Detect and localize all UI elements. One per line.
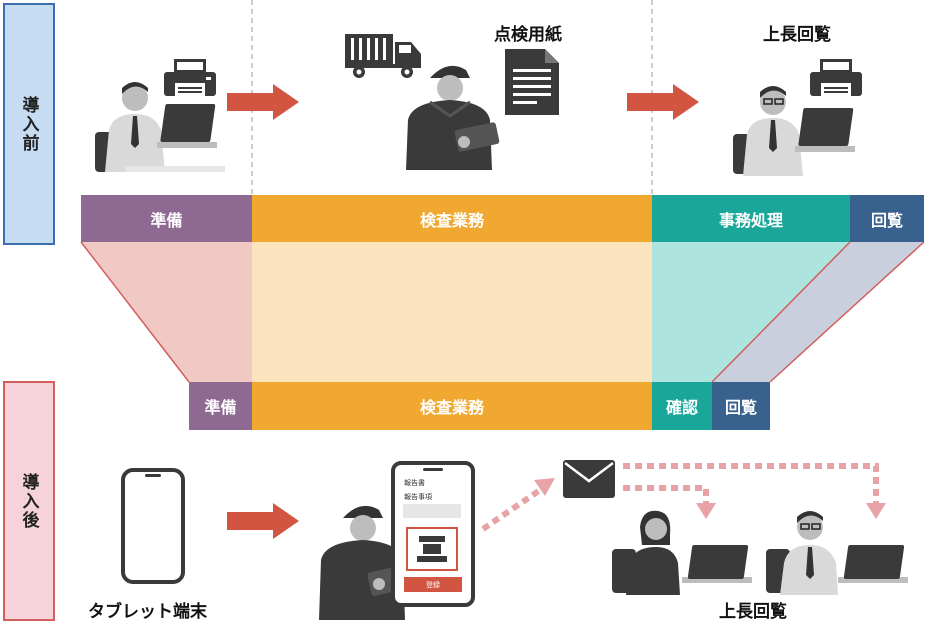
tablet-report-items: 報告事項	[404, 493, 432, 501]
after-bar-confirmation-label: 確認	[665, 398, 698, 417]
tablet-report-title: 報告書	[404, 479, 425, 487]
arrow-right-icon	[227, 503, 299, 539]
before-bar-preparation-label: 準備	[150, 210, 183, 230]
truck-icon	[345, 34, 421, 78]
arrow-right-icon	[227, 84, 299, 120]
before-section-label: 導入前	[3, 3, 55, 245]
before-bar-inspection: 検査業務	[252, 195, 652, 242]
inspection-paper-caption: 点検用紙	[494, 25, 562, 45]
supervisor-review-caption-after: 上長回覧	[719, 602, 787, 622]
after-section-label: 導入後	[3, 381, 55, 621]
arrow-right-icon	[627, 84, 699, 120]
after-bar-circulation: 回覧	[712, 382, 770, 430]
after-bar-circulation-label: 回覧	[724, 398, 757, 417]
after-bar-inspection-label: 検査業務	[419, 398, 484, 417]
tablet-photo-frame[interactable]	[406, 527, 458, 571]
after-label-text: 導入後	[18, 472, 39, 530]
inspector-worker-icon	[406, 65, 500, 170]
envelope-icon	[563, 460, 615, 498]
before-bar-paperwork: 事務処理	[652, 195, 850, 242]
female-supervisor-icon	[612, 510, 752, 595]
before-bar-circulation: 回覧	[850, 195, 924, 242]
after-bar-preparation-label: 準備	[204, 398, 237, 417]
inspection-paper-icon	[505, 49, 559, 115]
male-supervisor-icon	[766, 511, 908, 595]
before-label-text: 導入前	[18, 95, 39, 153]
after-bar-confirmation: 確認	[652, 382, 712, 430]
after-bar-preparation: 準備	[189, 382, 252, 430]
printer-icon	[810, 59, 862, 97]
tablet-screen: 報告書 報告事項 登録	[391, 461, 475, 607]
before-bar-circulation-label: 回覧	[870, 210, 903, 230]
after-bar-inspection: 検査業務	[252, 382, 652, 430]
office-worker-icon	[95, 82, 225, 172]
machine-icon	[417, 536, 447, 562]
supervisor-icon	[733, 86, 855, 176]
before-bar-paperwork-label: 事務処理	[718, 210, 783, 230]
before-bar-inspection-label: 検査業務	[419, 210, 484, 230]
register-button-label: 登録	[426, 580, 440, 589]
printer-icon	[164, 59, 216, 97]
supervisor-review-caption-before: 上長回覧	[763, 25, 831, 45]
tablet-device-icon	[121, 468, 185, 584]
tablet-input-field[interactable]	[403, 504, 461, 518]
tablet-caption: タブレット端末	[88, 602, 207, 622]
tablet-notch	[423, 468, 443, 471]
before-bar-preparation: 準備	[81, 195, 252, 242]
register-button[interactable]: 登録	[404, 577, 462, 592]
